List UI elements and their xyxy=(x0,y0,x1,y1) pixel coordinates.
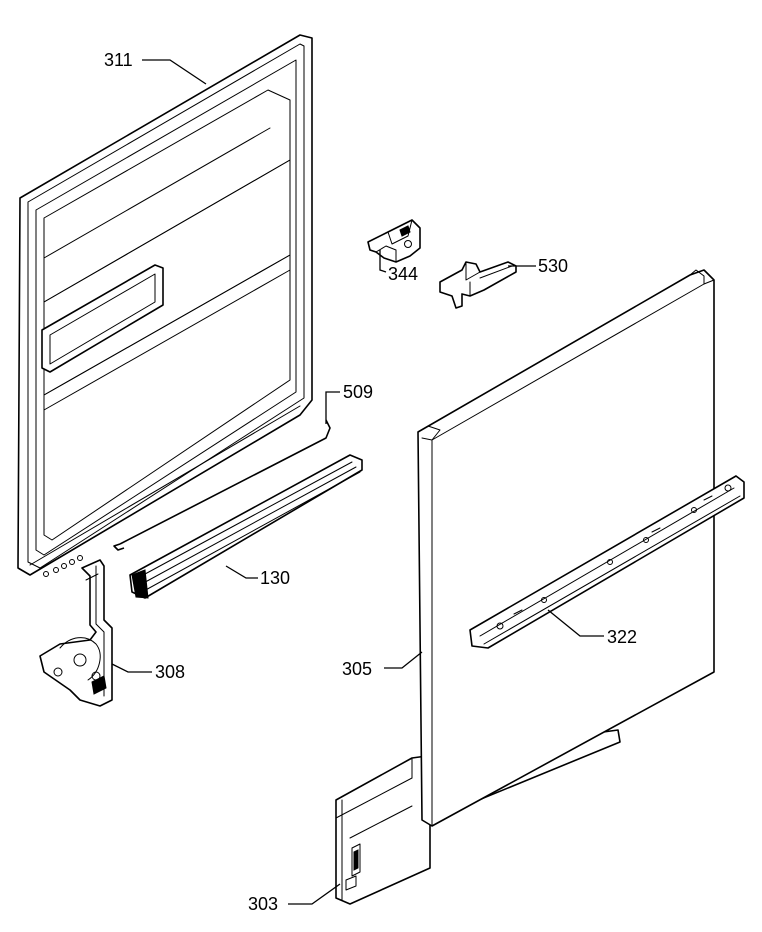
part-305-outer-door xyxy=(417,269,715,827)
callout-322: 322 xyxy=(607,627,637,647)
callout-308: 308 xyxy=(155,662,185,682)
leader-305 xyxy=(384,651,423,669)
part-308-hinge-bracket xyxy=(39,559,113,707)
part-509-wire-rod xyxy=(113,419,331,551)
part-344-latch xyxy=(367,219,421,263)
leader-509 xyxy=(325,391,340,424)
leader-311 xyxy=(142,59,207,85)
callout-305: 305 xyxy=(342,659,372,679)
callout-509: 509 xyxy=(343,382,373,402)
leader-344 xyxy=(379,250,387,273)
callout-311: 311 xyxy=(104,50,133,70)
part-130-seal-strip xyxy=(129,454,363,599)
part-311-inner-door xyxy=(17,34,313,577)
callout-130: 130 xyxy=(260,568,290,588)
leader-130 xyxy=(225,565,258,579)
callout-labels: 311 344 530 509 130 308 305 322 303 xyxy=(104,50,637,914)
callout-344: 344 xyxy=(388,264,418,284)
part-322-handle-rail xyxy=(469,475,745,649)
leader-303 xyxy=(288,883,341,905)
part-530-handle xyxy=(439,261,517,309)
callout-303: 303 xyxy=(248,894,278,914)
leader-308 xyxy=(111,663,152,673)
callout-530: 530 xyxy=(538,256,568,276)
leader-322 xyxy=(547,609,604,637)
leader-lines xyxy=(111,59,604,905)
